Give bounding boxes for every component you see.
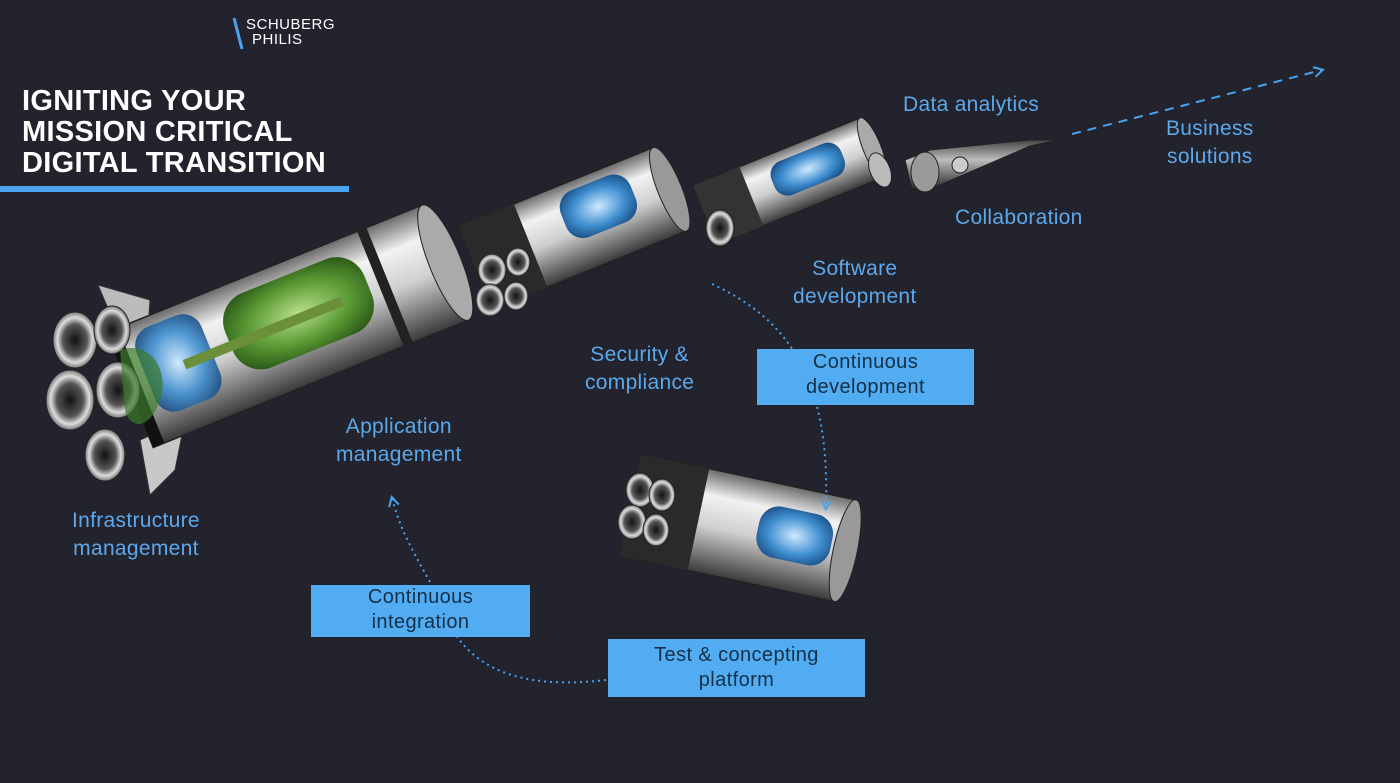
label-text: Infrastructure — [72, 509, 200, 532]
label-text: compliance — [585, 371, 695, 394]
label-text: Collaboration — [955, 206, 1083, 229]
box-text: Continuous — [367, 586, 474, 608]
box-continuous-development: Continuous development — [757, 349, 974, 405]
box-continuous-integration: Continuous integration — [311, 585, 530, 637]
page-title: IGNITING YOUR MISSION CRITICAL DIGITAL T… — [22, 86, 362, 179]
label-text: development — [793, 285, 917, 308]
rocket-first-stage — [45, 204, 474, 497]
label-text: management — [73, 537, 199, 560]
continuous-development-arrow — [711, 283, 826, 508]
label-text: Application — [345, 415, 452, 438]
label-data-analytics: Data analytics — [903, 91, 1039, 119]
label-infrastructure-management: Infrastructure management — [72, 507, 200, 563]
label-text: Security & — [590, 343, 689, 366]
label-business-solutions: Business solutions — [1166, 115, 1254, 171]
label-collaboration: Collaboration — [955, 204, 1083, 232]
logo-slash-icon — [232, 17, 244, 50]
box-text: platform — [698, 669, 775, 691]
trajectory-arrow — [1071, 70, 1322, 135]
label-text: Data analytics — [903, 93, 1040, 116]
box-test-concepting-platform: Test & concepting platform — [608, 639, 865, 697]
label-text: Business — [1166, 117, 1254, 140]
box-text: Test & concepting — [654, 644, 819, 666]
logo-line-2: PHILIS — [252, 31, 303, 48]
box-text: integration — [371, 611, 470, 633]
rocket-second-stage — [457, 146, 691, 317]
integration-to-application-arrow — [392, 498, 431, 583]
label-security-compliance: Security & compliance — [585, 341, 694, 397]
rocket-third-stage — [692, 116, 887, 247]
box-text: development — [806, 376, 925, 398]
label-text: Software — [812, 257, 898, 280]
title-underline — [0, 186, 349, 192]
box-text: Continuous — [812, 351, 919, 373]
company-logo: SCHUBERG PHILIS — [232, 17, 362, 51]
test-rocket-segment — [617, 453, 862, 603]
rocket-capsule — [868, 139, 1059, 193]
title-line-1: IGNITING YOUR — [22, 85, 247, 117]
title-line-3: DIGITAL TRANSITION — [22, 147, 326, 179]
label-application-management: Application management — [336, 413, 462, 469]
test-to-integration-arrow — [439, 599, 607, 684]
label-software-development: Software development — [793, 255, 917, 311]
title-line-2: MISSION CRITICAL — [22, 116, 293, 148]
label-text: management — [336, 443, 462, 466]
logo-line-1: SCHUBERG — [246, 16, 336, 33]
label-text: solutions — [1167, 145, 1253, 168]
